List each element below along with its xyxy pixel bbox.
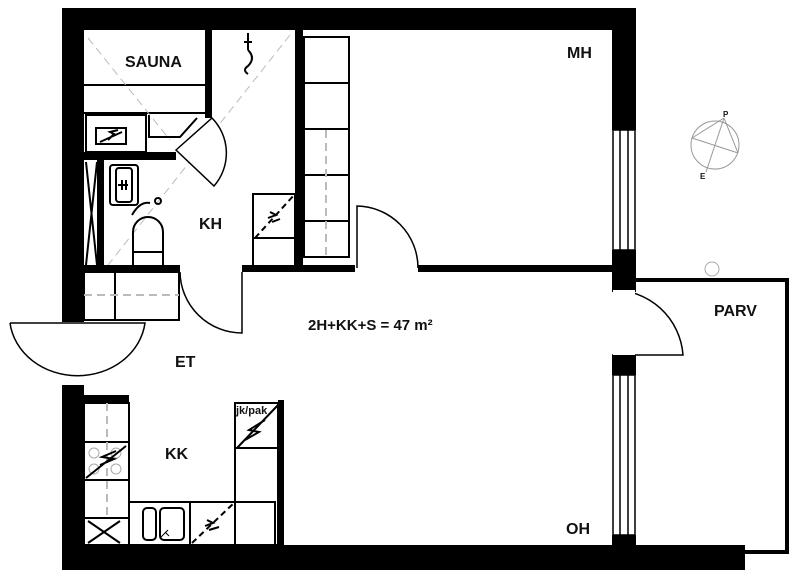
compass-north-label: P <box>723 110 729 119</box>
window-oh <box>612 374 636 536</box>
balcony-outline <box>636 278 789 554</box>
kh-door[interactable] <box>179 271 243 334</box>
room-label-sauna: SAUNA <box>125 54 182 71</box>
room-label-kk: KK <box>165 446 189 463</box>
front-door[interactable] <box>9 322 146 377</box>
shower-icon <box>244 33 253 75</box>
wc-fixtures <box>85 161 164 266</box>
compass-icon <box>690 117 740 173</box>
sauna-door[interactable] <box>174 116 228 188</box>
interior-walls <box>84 30 612 545</box>
apartment-summary: 2H+KK+S = 47 m² <box>308 317 433 334</box>
compass-south-label: E <box>700 172 706 181</box>
balcony-drain <box>704 261 720 277</box>
kitchen-cabinets <box>83 402 279 546</box>
window-mh <box>612 129 636 251</box>
wardrobe <box>303 36 350 258</box>
room-label-oh: OH <box>566 521 590 538</box>
hall-closet <box>83 271 180 321</box>
room-label-et: ET <box>175 354 196 371</box>
room-label-kh: KH <box>199 216 222 233</box>
sauna-benches <box>84 84 205 153</box>
washing-machine <box>252 193 296 267</box>
room-label-parv: PARV <box>714 303 757 320</box>
room-label-mh: MH <box>567 45 592 62</box>
fixture-label-jk-pak: jk/pak <box>235 405 268 417</box>
exterior-walls <box>62 8 745 570</box>
mh-door[interactable] <box>356 205 419 269</box>
